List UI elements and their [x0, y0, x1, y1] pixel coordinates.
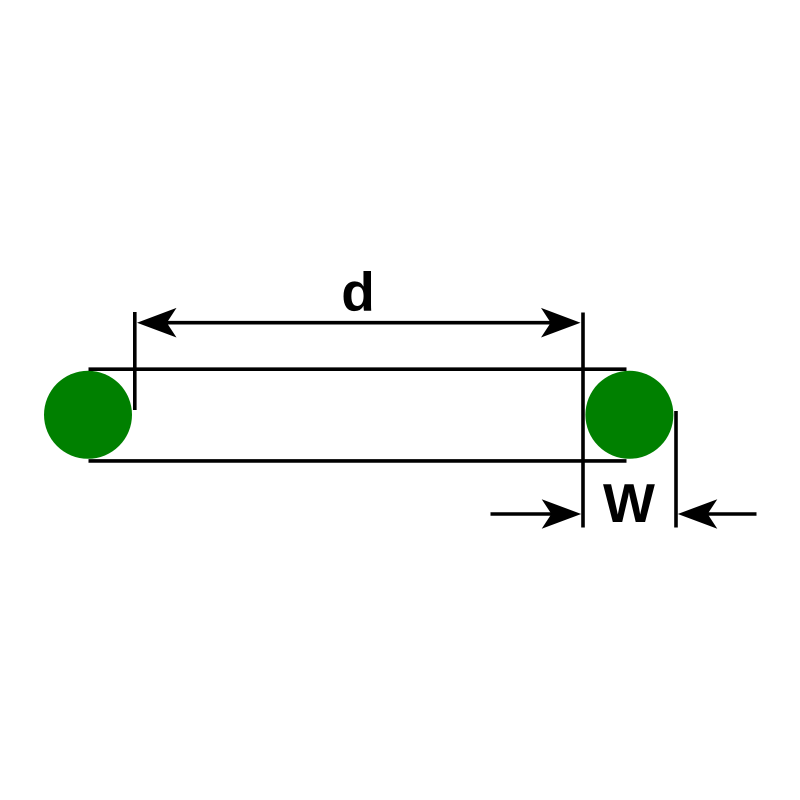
svg-text:W: W [603, 472, 655, 534]
svg-text:d: d [341, 261, 375, 323]
